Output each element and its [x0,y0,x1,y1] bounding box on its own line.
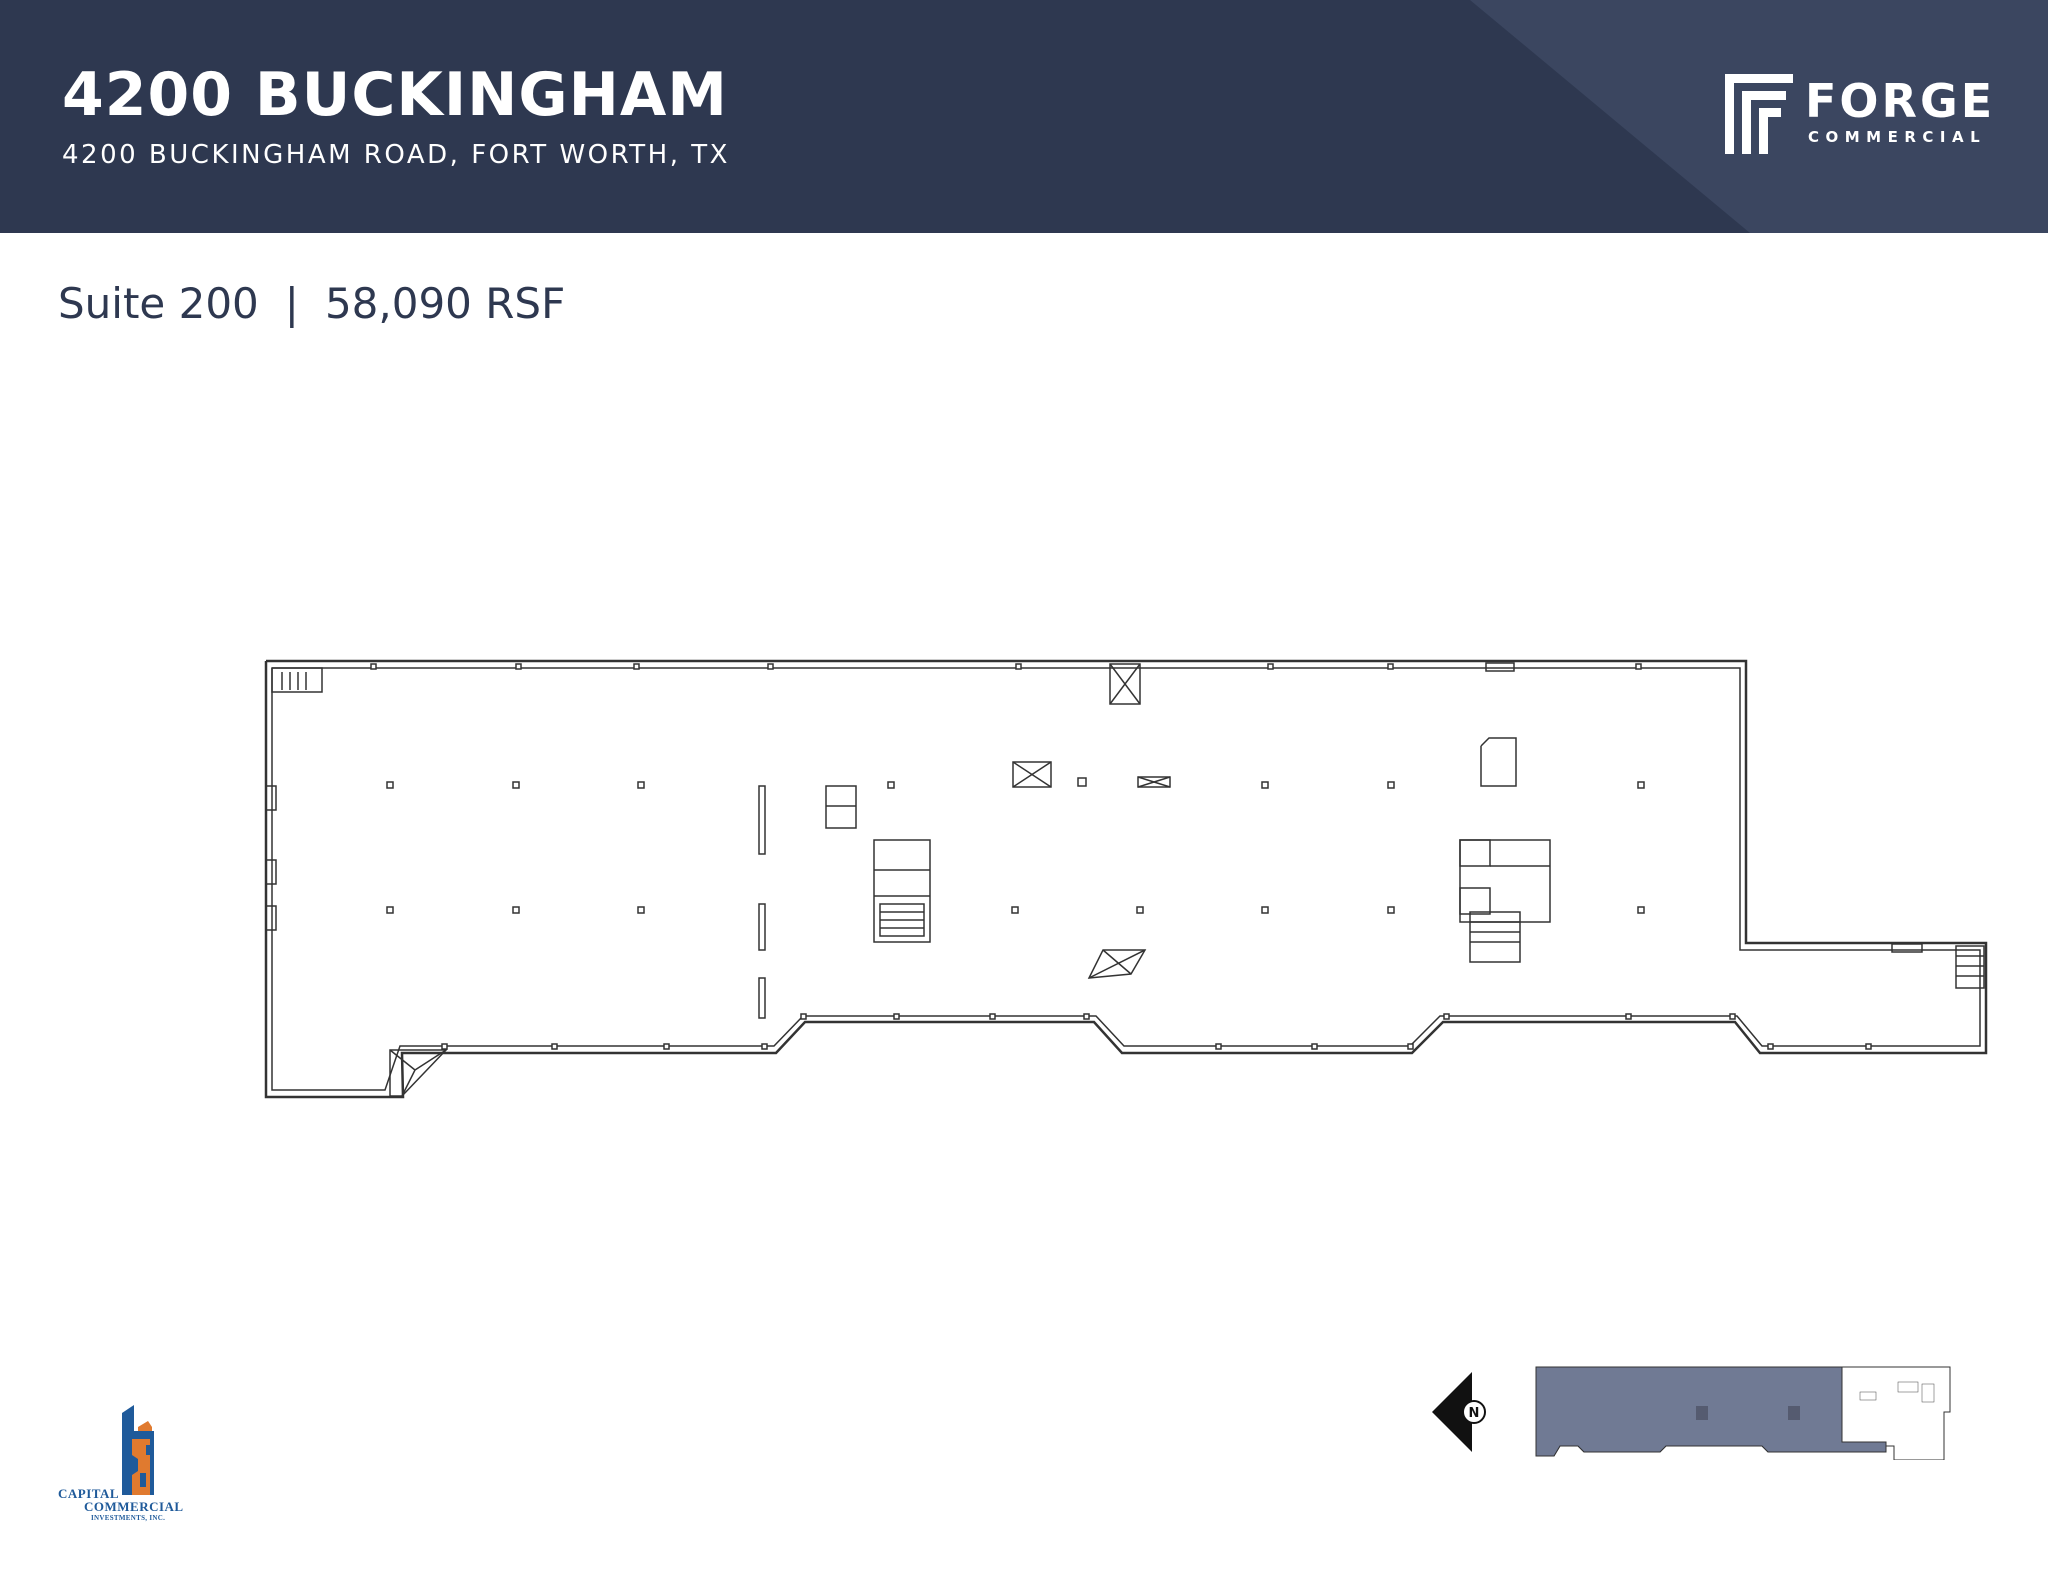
floor-plan-outer-wall [264,659,1988,1099]
suite-label: Suite 200 [58,279,259,328]
building-title: 4200 BUCKINGHAM [62,60,729,130]
forge-f-monogram-icon [1725,74,1793,154]
shaft-center-2 [1137,776,1171,788]
stair-top-left [271,667,323,693]
north-arrow-icon: N [1432,1372,1486,1452]
shaft-top [1109,663,1141,705]
capital-logo-line1: CAPITAL [58,1486,120,1501]
capital-commercial-building-icon [122,1405,154,1495]
room-north-east [1480,737,1517,787]
capital-commercial-logo: CAPITAL COMMERCIAL INVESTMENTS, INC. [54,1405,194,1525]
column-grid [370,663,1872,1050]
capital-logo-line3: INVESTMENTS, INC. [91,1514,166,1522]
suite-separator: | [284,279,299,328]
header-bar: 4200 BUCKINGHAM 4200 BUCKINGHAM ROAD, FO… [0,0,2048,233]
forge-commercial-logo: FORGE COMMERCIAL [1725,74,1992,158]
forge-logo-name: FORGE [1805,74,1996,128]
suite-area: 58,090 RSF [324,279,566,328]
north-label: N [1469,1406,1480,1421]
capital-commercial-name: CAPITAL COMMERCIAL INVESTMENTS, INC. [58,1487,198,1522]
floor-plan-inner-wall [271,667,1981,1091]
capital-logo-line2: COMMERCIAL [84,1499,184,1514]
key-plan-suite-highlight [1535,1366,1887,1457]
building-address: 4200 BUCKINGHAM ROAD, FORT WORTH, TX [62,140,730,170]
core-east [1459,839,1551,923]
key-plan: N [1432,1366,1951,1460]
suite-info: Suite 200 | 58,090 RSF [58,279,565,328]
forge-logo-subtitle: COMMERCIAL [1808,128,1987,146]
stair-east [1955,945,1985,989]
core-west [873,839,931,943]
small-room-west [825,785,857,829]
shaft-center-1 [1012,761,1052,788]
